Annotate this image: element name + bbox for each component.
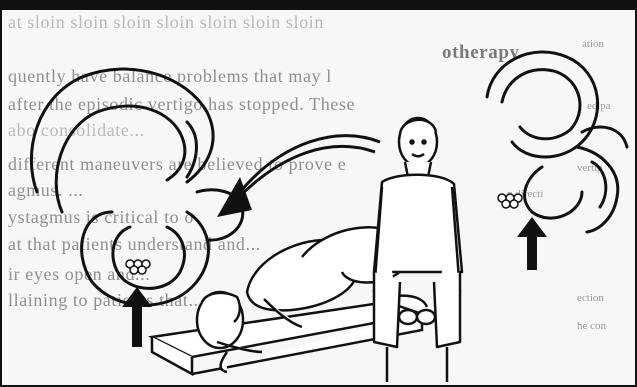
right-up-arrow [517,217,547,270]
sitting-patient-drawing [374,118,462,382]
left-up-arrow [122,287,152,347]
left-otoconia [126,260,150,274]
rotation-arrow [217,136,380,217]
right-otoconia [498,194,522,208]
